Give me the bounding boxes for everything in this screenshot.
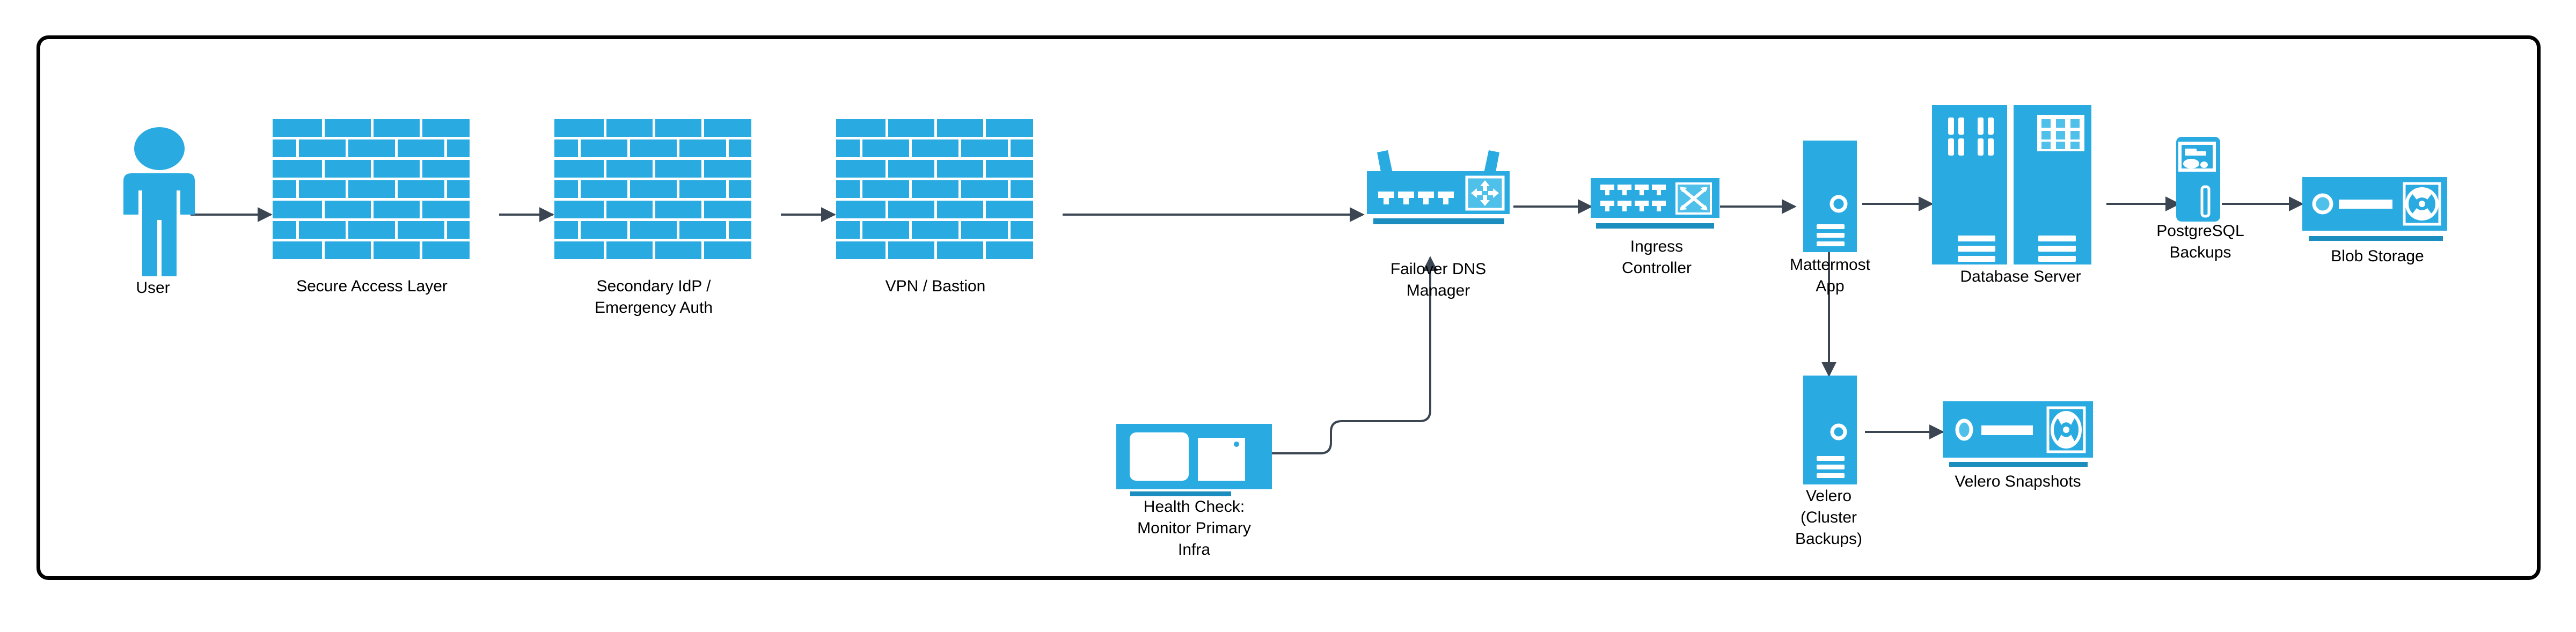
node-health-check-label: Health Check: Monitor Primary Infra [1137,498,1251,558]
user-person-icon [110,121,196,276]
node-user[interactable]: User [107,121,199,297]
server-tower-icon [1795,141,1865,253]
node-database-server-label: Database Server [1960,268,2081,285]
network-switch-icon [1590,176,1724,239]
node-mattermost-app-label: Mattermost App [1789,256,1871,295]
node-mattermost-app[interactable]: Mattermost App [1790,141,1870,295]
node-secondary-idp[interactable]: Secondary IdP / Emergency Auth [554,119,780,317]
diagram-frame [36,35,2541,580]
firewall-brick-icon [836,119,1062,275]
node-vpn-bastion[interactable]: VPN / Bastion [836,119,1062,295]
monitor-dashboard-icon [1116,424,1272,496]
node-velero-snapshots-label: Velero Snapshots [1955,473,2081,490]
firewall-brick-icon [273,119,498,275]
node-postgresql-backups[interactable]: PostgreSQL Backups [2156,137,2244,261]
node-velero[interactable]: Velero (Cluster Backups) [1795,376,1865,548]
node-vpn-bastion-label: VPN / Bastion [885,277,986,295]
node-failover-dns-manager-label: Failover DNS Manager [1390,260,1487,299]
firewall-brick-icon [554,119,780,275]
node-ingress-controller[interactable]: Ingress Controller [1590,176,1724,277]
node-secure-access-layer-label: Secure Access Layer [296,277,448,295]
node-secure-access-layer[interactable]: Secure Access Layer [273,119,498,295]
node-health-check[interactable]: Health Check: Monitor Primary Infra [1116,424,1272,558]
server-rack-pair-icon [1932,105,2109,266]
node-user-label: User [136,279,170,297]
node-secondary-idp-label: Secondary IdP / Emergency Auth [594,277,713,317]
node-velero-label: Velero (Cluster Backups) [1795,487,1863,548]
disk-storage-icon [2302,177,2458,247]
node-failover-dns-manager[interactable]: Failover DNS Manager [1360,141,1516,299]
node-blob-storage[interactable]: Blob Storage [2302,177,2458,265]
server-tower-icon [1795,376,1865,486]
node-postgresql-backups-label: PostgreSQL Backups [2156,222,2244,261]
disk-storage-icon [1943,401,2098,471]
node-blob-storage-label: Blob Storage [2331,247,2424,265]
node-velero-snapshots[interactable]: Velero Snapshots [1943,401,2098,490]
node-database-server[interactable]: Database Server [1932,105,2109,285]
wireless-router-icon [1360,141,1516,256]
backup-appliance-icon [2176,137,2235,223]
node-ingress-controller-label: Ingress Controller [1621,238,1692,277]
